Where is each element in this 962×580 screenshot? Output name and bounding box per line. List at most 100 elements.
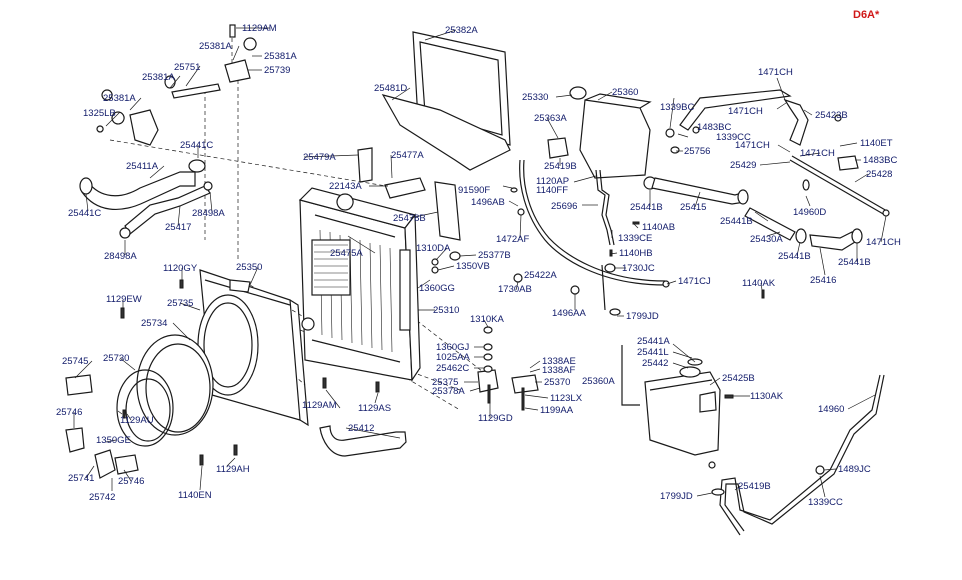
part-label: 1140EN	[178, 490, 212, 501]
part-label: 25441A	[637, 336, 670, 347]
part-label: 25735	[167, 298, 193, 309]
part-label: 1140AK	[742, 278, 776, 289]
part-label: 25382A	[445, 25, 478, 36]
part-label: 28498A	[104, 251, 137, 262]
part-label: 1310KA	[470, 314, 504, 325]
part-label: 25378A	[432, 386, 465, 397]
part-label: 25381A	[142, 72, 175, 83]
part-label: 14960	[818, 404, 844, 415]
part-label: 25381A	[264, 51, 297, 62]
part-label: 1360GG	[419, 283, 455, 294]
part-label: 25350	[236, 262, 262, 273]
leader-lines	[73, 27, 887, 498]
part-label: 1140ET	[860, 138, 893, 149]
part-label: 1339BC	[660, 102, 694, 113]
part-label: 25478B	[393, 213, 426, 224]
part-label: 25381A	[199, 41, 232, 52]
part-label: 1140FF	[536, 185, 568, 196]
part-label: 91590F	[458, 185, 490, 196]
part-label: 25441B	[720, 216, 753, 227]
part-label: 25751	[174, 62, 200, 73]
part-label: 1338AF	[542, 365, 575, 376]
part-label: 1129AU	[120, 415, 154, 426]
part-label: 1123LX	[550, 393, 583, 404]
part-label: 25419B	[738, 481, 771, 492]
part-label: 25428	[866, 169, 892, 180]
part-label: 25363A	[534, 113, 567, 124]
part-label: 25423B	[815, 110, 848, 121]
part-label: 1799JD	[626, 311, 659, 322]
part-label: 25746	[56, 407, 82, 418]
part-label: 1799JD	[660, 491, 693, 502]
part-label: 25475A	[330, 248, 363, 259]
part-label: 1129AM	[302, 400, 337, 411]
part-label: 1199AA	[540, 405, 574, 416]
part-label: 25441B	[838, 257, 871, 268]
part-label: 14960D	[793, 207, 826, 218]
part-label: 1360GJ	[436, 342, 470, 353]
part-label: 25425B	[722, 373, 755, 384]
part-label: 1483BC	[863, 155, 897, 166]
model-tag: D6A*	[853, 9, 880, 21]
part-label: 25756	[684, 146, 710, 157]
part-label: 25375	[432, 377, 458, 388]
part-label: 1483BC	[697, 122, 731, 133]
part-label: 22143A	[329, 181, 362, 192]
part-label: 1140HB	[619, 248, 653, 259]
part-label: 1471CH	[758, 67, 793, 78]
part-label: 25415	[680, 202, 706, 213]
part-label: 25412	[348, 423, 374, 434]
part-label: 1472AF	[496, 234, 529, 245]
part-label: 25310	[433, 305, 459, 316]
part-label: 25441C	[68, 208, 101, 219]
part-label: 25360A	[582, 376, 615, 387]
part-label: 25462C	[436, 363, 469, 374]
part-label: 1471CH	[728, 106, 763, 117]
part-label: 1338AE	[542, 356, 576, 367]
part-label: 25441L	[637, 347, 669, 358]
part-label: 1129EW	[106, 294, 142, 305]
part-label: 25422A	[524, 270, 557, 281]
part-label: 1310DA	[416, 243, 451, 254]
part-label: 25430A	[750, 234, 783, 245]
part-label: 1025AA	[436, 352, 470, 363]
part-label: 1730AB	[498, 284, 532, 295]
part-label: 25416	[810, 275, 836, 286]
part-label: 25739	[264, 65, 290, 76]
part-label: 25746	[118, 476, 144, 487]
part-label: 25370	[544, 377, 570, 388]
part-label: 1129AM	[242, 23, 277, 34]
part-label: 28498A	[192, 208, 225, 219]
part-label: 25381A	[103, 93, 136, 104]
part-label: 25745	[62, 356, 88, 367]
part-label: 1350VB	[456, 261, 490, 272]
part-label: 25441C	[180, 140, 213, 151]
part-label: 25730	[103, 353, 129, 364]
part-label: 25479A	[303, 152, 336, 163]
part-label: 1471CH	[800, 148, 835, 159]
part-label: 1496AB	[471, 197, 505, 208]
part-label: 1129GD	[478, 413, 513, 424]
part-label: 25741	[68, 473, 94, 484]
part-label: 25360	[612, 87, 638, 98]
part-label: 1325LB	[83, 108, 116, 119]
part-label: 1129AS	[358, 403, 391, 414]
part-label: 25330	[522, 92, 548, 103]
part-label: 1140AB	[642, 222, 675, 233]
part-label: 1129AH	[216, 464, 250, 475]
part-label: 25377B	[478, 250, 511, 261]
part-label: 1471CH	[866, 237, 901, 248]
part-label: 1471CJ	[678, 276, 711, 287]
part-label: 25477A	[391, 150, 424, 161]
part-label: 1339CC	[716, 132, 751, 143]
part-label: 1130AK	[750, 391, 784, 402]
part-label: 25419B	[544, 161, 577, 172]
part-label: 1730JC	[622, 263, 655, 274]
part-label: 1489JC	[838, 464, 871, 475]
part-labels: D6A* 1129AM 25381A 25381A 25751 25739 25…	[56, 9, 901, 508]
part-label: 25734	[141, 318, 167, 329]
part-label: 1496AA	[552, 308, 586, 319]
part-label: 25441B	[778, 251, 811, 262]
